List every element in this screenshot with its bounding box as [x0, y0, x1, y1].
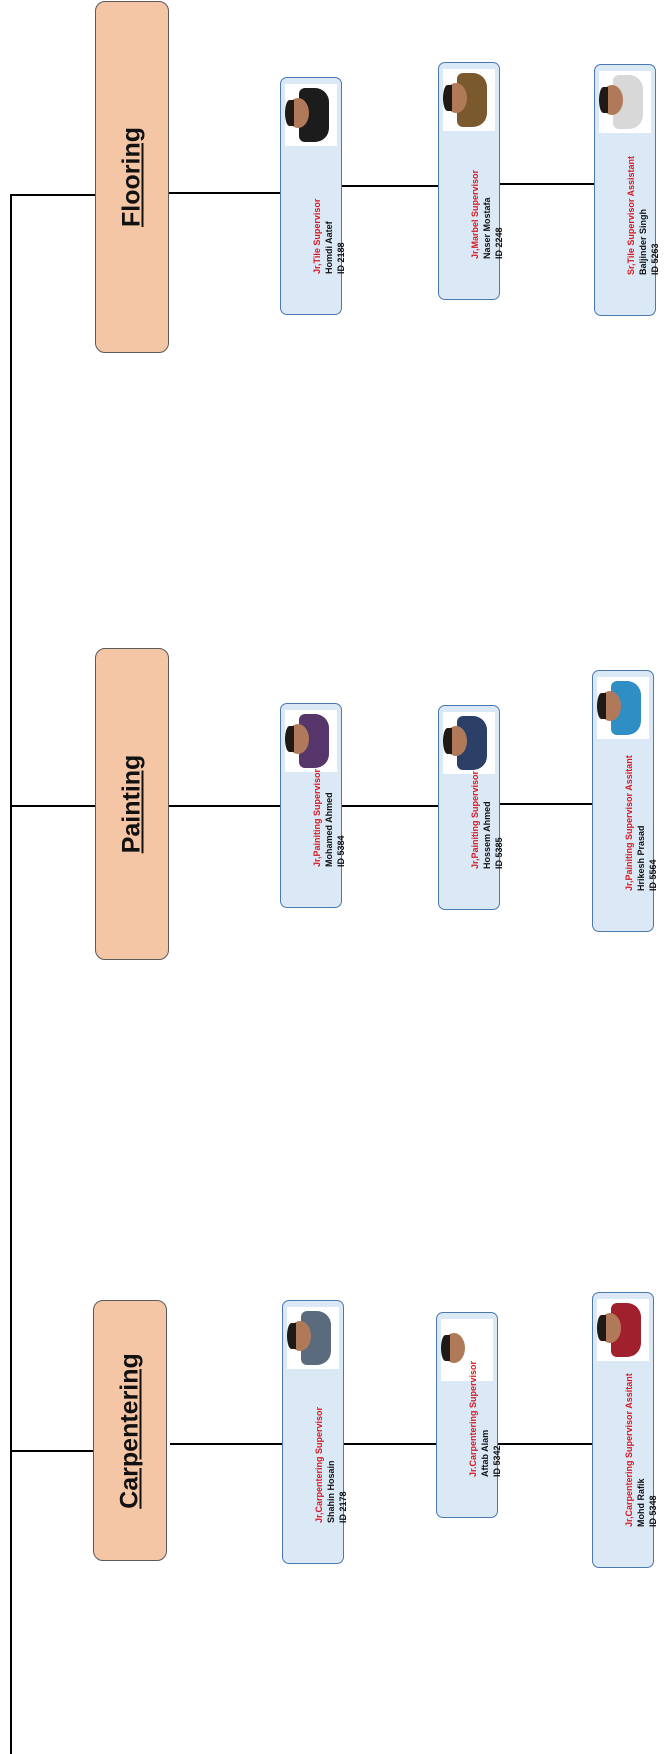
- staff-photo: [285, 710, 337, 772]
- line-root-carpentering: [10, 1450, 96, 1452]
- department-title: Painting: [117, 754, 146, 854]
- staff-name: Mohd Rafik: [636, 1478, 646, 1528]
- staff-info: Jr,Carpentering Supervisor Assitant Mohd…: [623, 1307, 659, 1527]
- line-flooring-3: [498, 183, 594, 185]
- staff-card: Jr,Painiting Supervisor Assitant Hrikesh…: [592, 670, 658, 932]
- staff-id: ID 5348: [648, 1495, 658, 1527]
- staff-photo: [443, 712, 495, 774]
- main-vertical-line: [10, 194, 12, 1754]
- line-carpentering-3: [496, 1443, 592, 1445]
- staff-id: ID 5342: [492, 1445, 502, 1477]
- staff-info: Jr,Painiting Supervisor Mohamed Ahmed ID…: [311, 647, 347, 867]
- staff-name: Hrikesh Prasad: [636, 825, 646, 891]
- staff-card: Jr,Painiting Supervisor Hossem Ahmed ID …: [438, 705, 504, 910]
- staff-name: Naser Mostafa: [482, 197, 492, 259]
- staff-info: Jr,Carpentering Supervisor Shahin Hosain…: [313, 1303, 349, 1523]
- staff-photo: [285, 84, 337, 146]
- staff-card: Jr.Carpentering Supervisor Aftab Alam ID…: [436, 1312, 502, 1518]
- staff-role: Jr,Carpentering Supervisor Assitant: [624, 1373, 634, 1527]
- line-painting-2: [342, 805, 438, 807]
- department-box-painting: Painting: [95, 648, 169, 960]
- staff-role: Jr,Tile Supervisor: [312, 198, 322, 274]
- line-carpentering-1: [170, 1443, 282, 1445]
- staff-photo: [287, 1307, 339, 1369]
- line-carpentering-2: [344, 1443, 436, 1445]
- staff-photo: [597, 1299, 649, 1361]
- line-root-flooring: [10, 194, 96, 196]
- staff-role: Jr,Marbel Supervisor: [470, 169, 480, 259]
- staff-info: Jr,Painiting Supervisor Hossem Ahmed ID …: [469, 649, 505, 869]
- staff-id: ID 5385: [494, 837, 504, 869]
- staff-role: Jr,Painiting Supervisor Assitant: [624, 755, 634, 891]
- staff-card: Jr,Carpentering Supervisor Assitant Mohd…: [592, 1292, 658, 1568]
- staff-id: ID 5564: [648, 859, 658, 891]
- staff-role: Sr,Tile Supervisor Assistant: [626, 155, 636, 275]
- staff-card: Jr,Marbel Supervisor Naser Mostafa ID 22…: [438, 62, 504, 300]
- staff-card: Jr,Tile Supervisor Homdi Aatef ID 2188: [280, 77, 346, 315]
- staff-info: Jr,Painiting Supervisor Assitant Hrikesh…: [623, 671, 659, 891]
- line-root-painting: [10, 805, 96, 807]
- line-painting-1: [166, 805, 280, 807]
- staff-info: Jr,Tile Supervisor Homdi Aatef ID 2188: [311, 54, 347, 274]
- staff-name: Homdi Aatef: [324, 221, 334, 274]
- staff-role: Jr.Carpentering Supervisor: [468, 1360, 478, 1477]
- staff-photo: [599, 71, 651, 133]
- staff-name: Aftab Alam: [480, 1429, 490, 1477]
- staff-card: Jr,Carpentering Supervisor Shahin Hosain…: [282, 1300, 348, 1564]
- staff-id: ID 2248: [494, 227, 504, 259]
- department-box-carpentering: Carpentering: [93, 1300, 167, 1561]
- staff-name: Mohamed Ahmed: [324, 792, 334, 867]
- staff-info: Sr,Tile Supervisor Assistant Baljinder S…: [625, 55, 661, 275]
- staff-name: Hossem Ahmed: [482, 801, 492, 869]
- department-title: Flooring: [117, 127, 146, 227]
- staff-photo: [597, 677, 649, 739]
- staff-info: Jr.Carpentering Supervisor Aftab Alam ID…: [467, 1257, 503, 1477]
- line-painting-3: [498, 803, 594, 805]
- staff-id: ID 5263: [650, 243, 660, 275]
- staff-card: Sr,Tile Supervisor Assistant Baljinder S…: [594, 64, 660, 316]
- staff-name: Baljinder Singh: [638, 208, 648, 275]
- staff-id: ID 2178: [338, 1491, 348, 1523]
- department-title: Carpentering: [115, 1352, 144, 1509]
- staff-role: Jr,Painiting Supervisor: [470, 770, 480, 869]
- staff-info: Jr,Marbel Supervisor Naser Mostafa ID 22…: [469, 39, 505, 259]
- staff-role: Jr,Painiting Supervisor: [312, 768, 322, 867]
- staff-name: Shahin Hosain: [326, 1460, 336, 1523]
- staff-card: Jr,Painiting Supervisor Mohamed Ahmed ID…: [280, 703, 346, 908]
- staff-role: Jr,Carpentering Supervisor: [314, 1406, 324, 1523]
- line-flooring-1: [166, 192, 280, 194]
- staff-id: ID 5384: [336, 835, 346, 867]
- staff-id: ID 2188: [336, 242, 346, 274]
- staff-photo: [441, 1319, 493, 1381]
- department-box-flooring: Flooring: [95, 1, 169, 353]
- line-flooring-2: [342, 185, 438, 187]
- staff-photo: [443, 69, 495, 131]
